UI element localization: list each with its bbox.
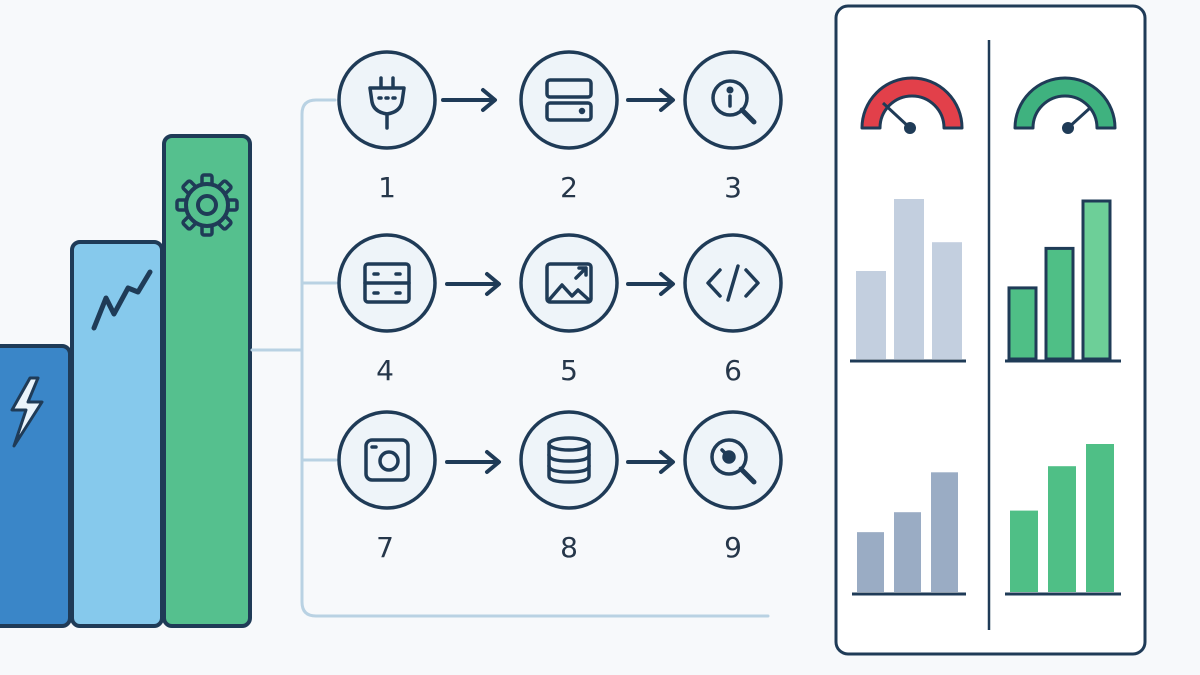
- chart-bar-3: [1081, 199, 1112, 361]
- chart-bar-1: [1010, 510, 1038, 592]
- chart-bar-3: [932, 242, 962, 359]
- step-number-8: 8: [560, 531, 578, 564]
- plug-icon: [368, 76, 406, 130]
- chart-before-top: [850, 199, 966, 363]
- chart-after-bottom: [1005, 444, 1121, 596]
- bracket-connector: [300, 98, 770, 618]
- flow-arrows: [441, 88, 675, 474]
- step-9: [683, 410, 783, 510]
- step-number-3: 3: [724, 171, 742, 204]
- arrow-7-8: [445, 450, 501, 474]
- step-number-9: 9: [724, 531, 742, 564]
- chart-bar-2: [1048, 466, 1076, 592]
- step-4: [337, 233, 437, 333]
- gear-icon: [175, 173, 239, 237]
- chart-bar-2: [894, 199, 924, 359]
- step-5: [519, 233, 619, 333]
- arrow-8-9: [626, 450, 675, 474]
- step-1: [337, 50, 437, 150]
- chart-bar-1: [1007, 286, 1038, 361]
- arrow-5-6: [626, 272, 675, 296]
- gauge-before: [860, 76, 964, 134]
- chart-bar-1: [856, 271, 886, 359]
- chart-bar-2: [1044, 246, 1075, 361]
- step-8: [519, 410, 619, 510]
- chart-after-top: [1005, 199, 1121, 363]
- lightning-icon: [10, 376, 44, 448]
- chart-bar-3: [931, 472, 958, 592]
- server-icon: [545, 78, 593, 122]
- rising-bar-2: [70, 240, 164, 628]
- step-number-6: 6: [724, 354, 742, 387]
- comparison-panel: [834, 4, 1147, 656]
- chart-bar-2: [894, 512, 921, 592]
- chart-before-bottom: [852, 472, 966, 596]
- database-icon: [547, 436, 591, 484]
- step-2: [519, 50, 619, 150]
- arrow-2-3: [626, 88, 675, 112]
- rising-bar-3: [162, 134, 252, 628]
- step-number-1: 1: [378, 171, 396, 204]
- arrow-1-2: [441, 88, 497, 112]
- trend-zigzag-icon: [91, 269, 153, 331]
- chart-bar-1: [857, 532, 884, 592]
- step-nodes: [337, 50, 783, 510]
- image-icon: [545, 262, 593, 304]
- step-numbers: 1 2 3 4 5 6 7 8 9: [376, 171, 742, 564]
- search-icon: [710, 438, 757, 485]
- step-number-2: 2: [560, 171, 578, 204]
- step-number-5: 5: [560, 354, 578, 387]
- chart-bar-3: [1086, 444, 1114, 592]
- arrow-4-5: [445, 272, 501, 296]
- rising-bars: [0, 134, 252, 628]
- gauge-after: [1013, 76, 1117, 134]
- step-number-7: 7: [376, 531, 394, 564]
- grid-icon: [363, 262, 411, 304]
- step-6: [683, 233, 783, 333]
- inspect-icon: [711, 79, 757, 125]
- step-3: [683, 50, 783, 150]
- connectors: [250, 98, 770, 618]
- step-number-4: 4: [376, 354, 394, 387]
- step-7: [337, 410, 437, 510]
- camera-icon: [364, 438, 410, 482]
- code-icon: [706, 264, 760, 302]
